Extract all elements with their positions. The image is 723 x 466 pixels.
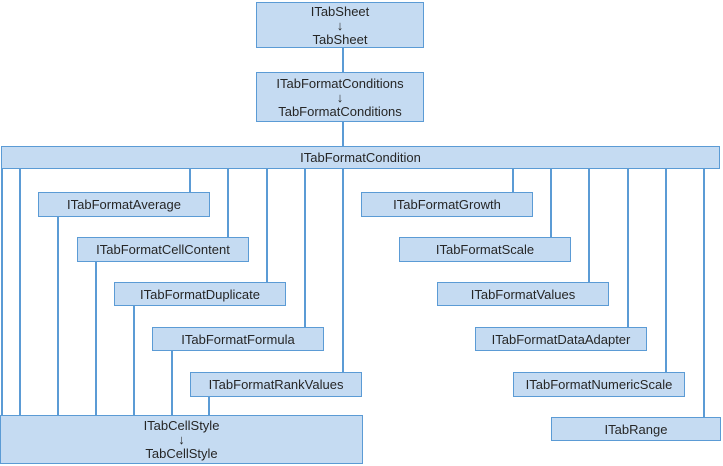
connector-line (588, 169, 590, 282)
connector-line (189, 169, 191, 192)
connector-line (665, 169, 667, 372)
connector-line (266, 169, 268, 282)
connector-line (342, 122, 344, 146)
node-tabcellstyle: ITabCellStyle↓TabCellStyle (0, 415, 363, 464)
connector-line (133, 306, 135, 415)
node-label: ITabFormatAverage (67, 197, 181, 212)
node-tabformatcellcontent: ITabFormatCellContent (77, 237, 249, 262)
node-label: ITabFormatFormula (181, 331, 295, 347)
node-label: ITabFormatConditions (276, 75, 404, 91)
node-tabformatvalues: ITabFormatValues (437, 282, 609, 306)
node-label: TabFormatConditions (278, 103, 402, 119)
node-label: ITabFormatCondition (300, 150, 421, 165)
connector-line (512, 169, 514, 192)
connector-line (227, 169, 229, 237)
connector-line (304, 169, 306, 327)
node-label: ITabFormatValues (470, 286, 576, 302)
connector-line (550, 169, 552, 237)
connector-line (57, 217, 59, 415)
connector-line (1, 169, 3, 415)
connector-line (208, 397, 210, 415)
node-tabformatscale: ITabFormatScale (399, 237, 571, 262)
connector-line (342, 169, 344, 372)
connector-line (342, 48, 344, 72)
node-label: ITabFormatRankValues (208, 377, 344, 392)
node-tabformatconditions: ITabFormatConditions↓TabFormatConditions (256, 72, 424, 122)
node-tabsheet: ITabSheet↓TabSheet (256, 2, 424, 48)
connector-line (627, 169, 629, 327)
connector-line (95, 262, 97, 415)
node-label: ITabFormatCellContent (96, 242, 230, 257)
down-arrow-icon: ↓ (336, 89, 344, 105)
node-label: ITabSheet (310, 3, 370, 19)
node-tabformatgrowth: ITabFormatGrowth (361, 192, 533, 217)
node-tabformatnumericscale: ITabFormatNumericScale (513, 372, 685, 397)
node-tabformatformula: ITabFormatFormula (152, 327, 324, 351)
node-label: ITabFormatScale (435, 242, 535, 257)
node-tabformatdataadapter: ITabFormatDataAdapter (475, 327, 647, 351)
connector-line (19, 169, 21, 415)
node-tabformatduplicate: ITabFormatDuplicate (114, 282, 286, 306)
node-label: TabCellStyle (145, 446, 218, 461)
node-label: TabSheet (312, 31, 368, 47)
node-label: ITabFormatGrowth (393, 197, 501, 212)
node-label: ITabRange (604, 421, 668, 437)
down-arrow-icon: ↓ (336, 17, 344, 33)
node-tabformataverage: ITabFormatAverage (38, 192, 210, 217)
node-label: ITabFormatDataAdapter (491, 331, 631, 347)
node-tabrange: ITabRange (551, 417, 721, 441)
node-tabformatcondition: ITabFormatCondition (1, 146, 720, 169)
node-label: ITabFormatNumericScale (525, 377, 673, 392)
node-label: ITabFormatDuplicate (140, 286, 260, 302)
connector-line (703, 169, 705, 417)
node-tabformatrankvalues: ITabFormatRankValues (190, 372, 362, 397)
down-arrow-icon: ↓ (178, 432, 185, 447)
node-label: ITabCellStyle (143, 418, 220, 433)
connector-line (171, 351, 173, 415)
